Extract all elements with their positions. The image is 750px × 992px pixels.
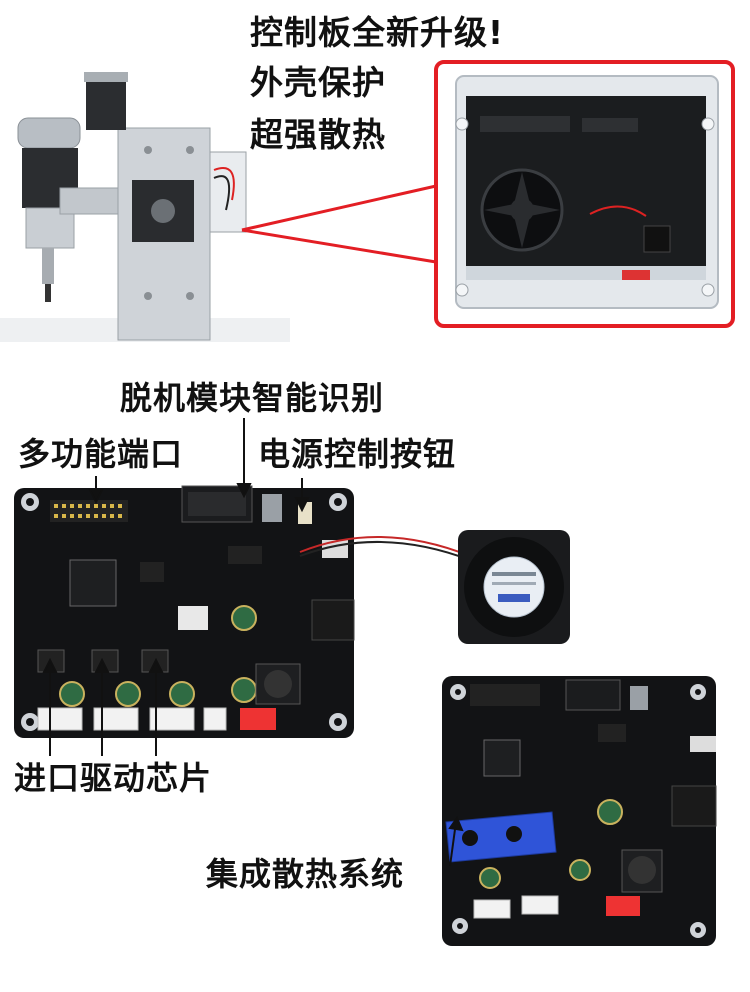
callout-driver-chips: 进口驱动芯片 [14, 759, 213, 797]
callout-offline-module: 脱机模块智能识别 [120, 379, 385, 417]
headline-shell-protection: 外壳保护 [250, 63, 386, 102]
headline-heat-dissipation: 超强散热 [250, 115, 386, 154]
callout-lines [42, 418, 464, 867]
cnc-machine-photo [0, 72, 290, 342]
enclosure-photo [455, 75, 719, 309]
callout-multi-port: 多功能端口 [18, 435, 184, 473]
board-with-heatsink [442, 676, 717, 946]
main-control-board [14, 485, 355, 738]
cooling-fan [458, 530, 570, 644]
headline-upgrade: 控制板全新升级! [250, 13, 505, 52]
callout-power-button: 电源控制按钮 [258, 435, 457, 473]
callout-heatsink: 集成散热系统 [206, 855, 405, 893]
